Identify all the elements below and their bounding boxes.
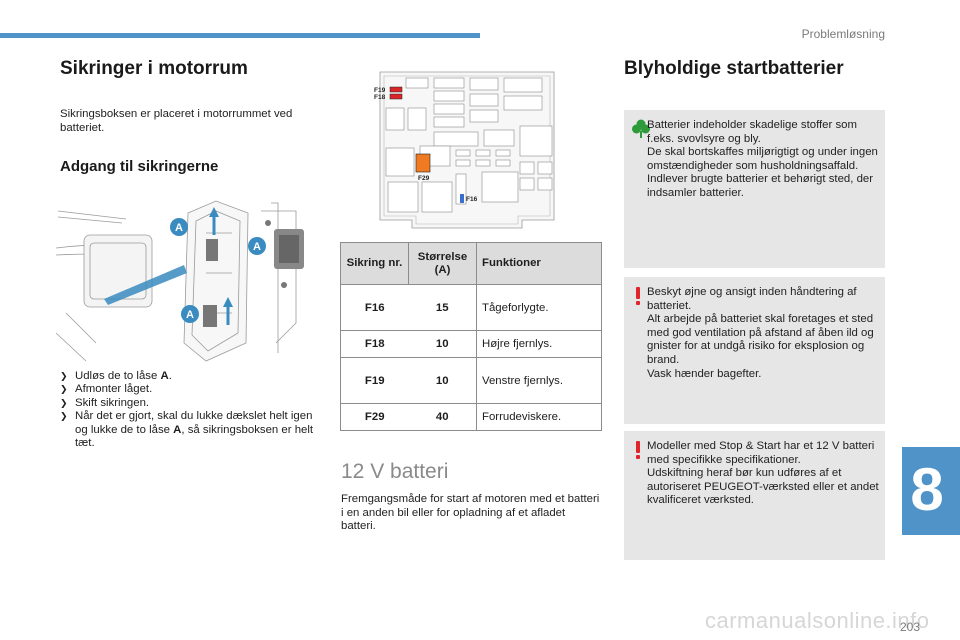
header-function: Funktioner [476, 242, 602, 285]
step-item: ❯Skift sikringen. [60, 396, 150, 409]
warning-box-safety: Beskyt øjne og ansigt inden håndtering a… [624, 277, 885, 424]
eco-tree-icon [632, 119, 650, 138]
bullet-icon: ❯ [60, 384, 68, 395]
fusebox-cover-illustration: A A A [56, 200, 304, 362]
table-header-row: Sikring nr. Størrelse (A) Funktioner [340, 242, 602, 285]
table-row: F29 40 Forrudeviskere. [340, 403, 602, 431]
cell-size: 10 [408, 330, 477, 358]
section-title-fuses: Sikringer i motorrum [60, 58, 248, 79]
cell-fuse: F19 [340, 357, 409, 404]
warning-icon [636, 441, 640, 459]
table-row: F16 15 Tågeforlygte. [340, 284, 602, 331]
chapter-number: 8 [910, 456, 944, 523]
callout-a-3: A [186, 309, 194, 321]
header-size: Størrelse (A) [408, 242, 477, 285]
cell-size: 10 [408, 357, 477, 404]
fuse-label-f19: F19 [374, 87, 386, 94]
table-row: F18 10 Højre fjernlys. [340, 330, 602, 358]
step-item: ❯Når det er gjort, skal du lukke dækslet… [60, 410, 314, 450]
callout-a-1: A [175, 222, 183, 234]
chapter-tab: 8 [902, 447, 960, 535]
warning-box-stop-start: Modeller med Stop & Start har et 12 V ba… [624, 431, 885, 560]
cell-size: 40 [408, 403, 477, 431]
warning-icon [636, 287, 640, 305]
fuse-label-f16: F16 [466, 196, 478, 203]
table-row: F19 10 Venstre fjernlys. [340, 357, 602, 404]
eco-notice-box: Batterier indeholder skadelige stoffer s… [624, 110, 885, 268]
page-number: 203 [899, 620, 920, 634]
bullet-icon: ❯ [60, 397, 68, 408]
cell-function: Forrudeviskere. [476, 403, 602, 431]
cell-function: Venstre fjernlys. [476, 357, 602, 404]
watermark-text: carmanualsonline.info [705, 608, 930, 633]
warning-stop-start-text: Modeller med Stop & Start har et 12 V ba… [647, 440, 879, 507]
fuse-label-f18: F18 [374, 94, 386, 101]
step-item: ❯Udløs de to låse A. [60, 370, 172, 382]
battery-intro-text: Fremgangsmåde for start af motoren med e… [341, 493, 600, 533]
callout-a-2: A [253, 241, 261, 253]
bullet-icon: ❯ [60, 411, 68, 422]
eco-notice-text: Batterier indeholder skadelige stoffer s… [647, 119, 878, 199]
warning-safety-text: Beskyt øjne og ansigt inden håndtering a… [647, 286, 874, 380]
cell-size: 15 [408, 284, 477, 331]
fuse-table: Sikring nr. Størrelse (A) Funktioner F16… [340, 242, 602, 431]
fusebox-diagram: F19 F18 F29 F16 [374, 71, 555, 229]
cell-fuse: F29 [340, 403, 409, 431]
bullet-icon: ❯ [60, 371, 68, 381]
instruction-steps: ❯Udløs de to låse A. ❯Afmonter låget. ❯S… [60, 370, 320, 450]
cell-fuse: F16 [340, 284, 409, 331]
top-accent-bar [0, 33, 480, 38]
cell-function: Højre fjernlys. [476, 330, 602, 358]
fuse-label-f29: F29 [418, 175, 430, 182]
subtitle-access: Adgang til sikringerne [60, 158, 219, 175]
fuse-intro-text: Sikringsboksen er placeret i motorrummet… [60, 108, 293, 134]
battery-section-title: 12 V batteri [341, 460, 449, 483]
cell-function: Tågeforlygte. [476, 284, 602, 331]
header-fuse: Sikring nr. [340, 242, 409, 285]
step-item: ❯Afmonter låget. [60, 383, 153, 396]
chapter-header: Problemløsning [801, 27, 885, 41]
section-title-batteries: Blyholdige startbatterier [624, 58, 844, 79]
cell-fuse: F18 [340, 330, 409, 358]
